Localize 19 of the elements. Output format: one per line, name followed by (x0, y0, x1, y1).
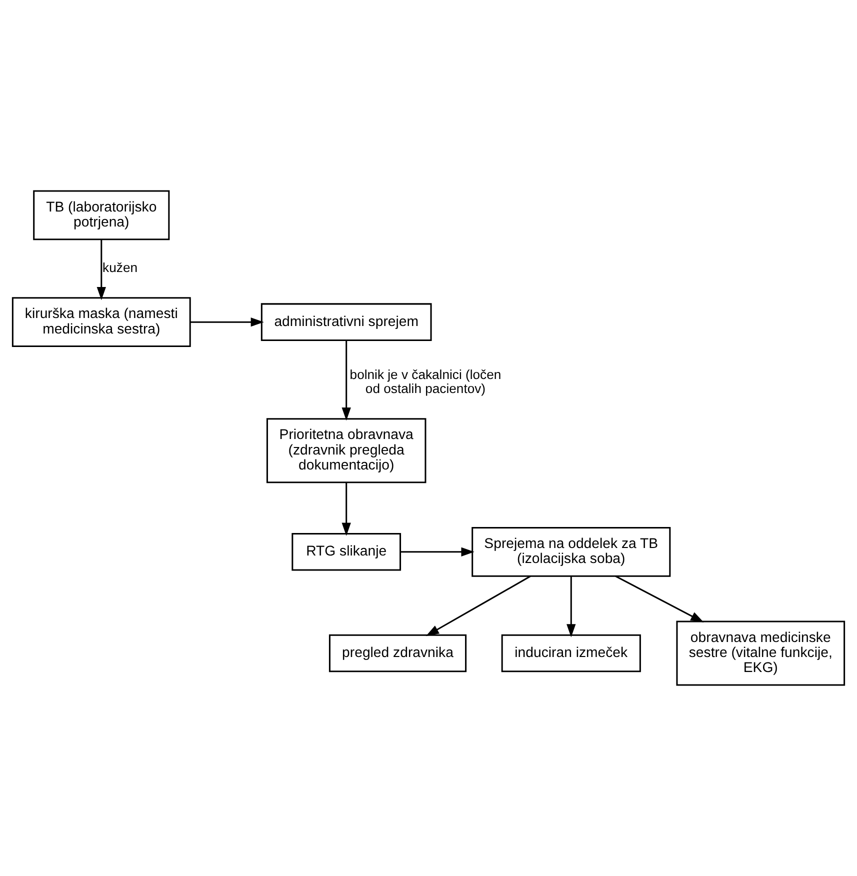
arrow (342, 340, 351, 421)
node-box: induciran izmeček (501, 634, 641, 672)
edge-label: kužen (102, 260, 138, 276)
arrow (190, 317, 264, 327)
arrow (615, 576, 704, 622)
node-box: administrativni sprejem (260, 303, 432, 341)
arrow (566, 576, 576, 638)
node-box: TB (laboratorijsko potrjena) (33, 190, 170, 240)
node-box: obravnava medicinske sestre (vitalne funkcije, EKG) (676, 620, 846, 686)
arrow (342, 482, 351, 536)
node-box: pregled zdravnika (328, 634, 467, 672)
node-box: kirurška maska (namesti medicinska sestra) (12, 297, 191, 348)
node-box: Sprejema na oddelek za TB (izolacijska soba) (472, 526, 671, 577)
arrow (400, 547, 474, 556)
arrow (426, 576, 531, 636)
arrow (96, 240, 106, 300)
node-box: RTG slikanje (292, 533, 402, 571)
edge-label: bolnik je v čakalnici (ločen od ostalih pacientov) (350, 366, 502, 396)
node-box: Prioritetna obravnava (zdravnik pregleda dokumentacijo) (266, 418, 426, 484)
